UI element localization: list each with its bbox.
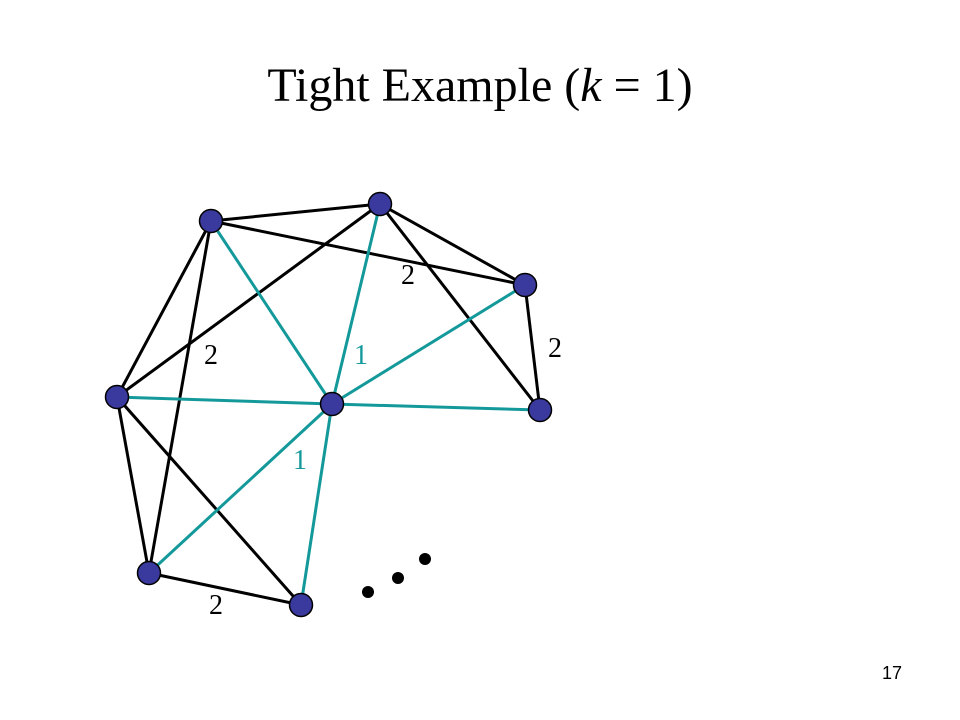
edge-weight-label: 2 bbox=[209, 590, 223, 621]
graph-node-A bbox=[198, 208, 224, 234]
black-edge-A-G bbox=[147, 220, 213, 574]
edge-labels: 2 2 2 1 1 2 bbox=[204, 260, 562, 621]
title-suffix: = 1) bbox=[601, 59, 693, 112]
edge-weight-label: 2 bbox=[401, 260, 415, 291]
graph-node-D bbox=[104, 384, 130, 410]
black-edge-D-H bbox=[115, 396, 303, 606]
graph-node-F bbox=[319, 391, 345, 417]
black-edge-C-E bbox=[523, 284, 542, 411]
page-number: 17 bbox=[881, 663, 902, 683]
ellipsis-dot bbox=[419, 553, 431, 565]
teal-edge-F-B bbox=[330, 203, 382, 405]
black-edge-B-D bbox=[116, 202, 381, 399]
black-edge-A-B bbox=[210, 202, 381, 223]
graph-node-E bbox=[527, 397, 553, 423]
black-edge-B-E bbox=[378, 203, 542, 411]
black-edge-D-G bbox=[115, 396, 151, 574]
black-edge-A-D bbox=[115, 220, 213, 398]
title-prefix: Tight Example ( bbox=[267, 59, 581, 112]
ellipsis-dot bbox=[362, 586, 374, 598]
graph-node-C bbox=[512, 272, 538, 298]
title-variable: k bbox=[580, 59, 602, 112]
graph-node-B bbox=[367, 191, 393, 217]
edge-weight-label: 2 bbox=[204, 340, 218, 371]
slide-title: Tight Example (k = 1) bbox=[0, 62, 960, 110]
teal-edge-F-G bbox=[147, 402, 334, 575]
black-edge-G-H bbox=[148, 571, 302, 607]
black-edge-B-C bbox=[379, 202, 526, 287]
ellipsis-dot bbox=[392, 572, 404, 584]
edge-weight-label: 1 bbox=[354, 340, 368, 371]
graph-node-H bbox=[288, 592, 314, 618]
edge-weight-label: 2 bbox=[548, 333, 562, 364]
teal-edge-F-C bbox=[331, 283, 526, 406]
teal-edge-F-D bbox=[116, 395, 333, 406]
teal-edge-F-E bbox=[331, 402, 541, 412]
black-edges bbox=[115, 202, 542, 607]
graph-node-G bbox=[136, 560, 162, 586]
teal-edge-F-H bbox=[299, 403, 334, 606]
graph-nodes bbox=[104, 191, 553, 618]
teal-edge-F-A bbox=[209, 220, 334, 405]
teal-edges bbox=[116, 203, 541, 606]
edge-weight-label: 1 bbox=[293, 445, 307, 476]
ellipsis-dots bbox=[362, 553, 431, 598]
